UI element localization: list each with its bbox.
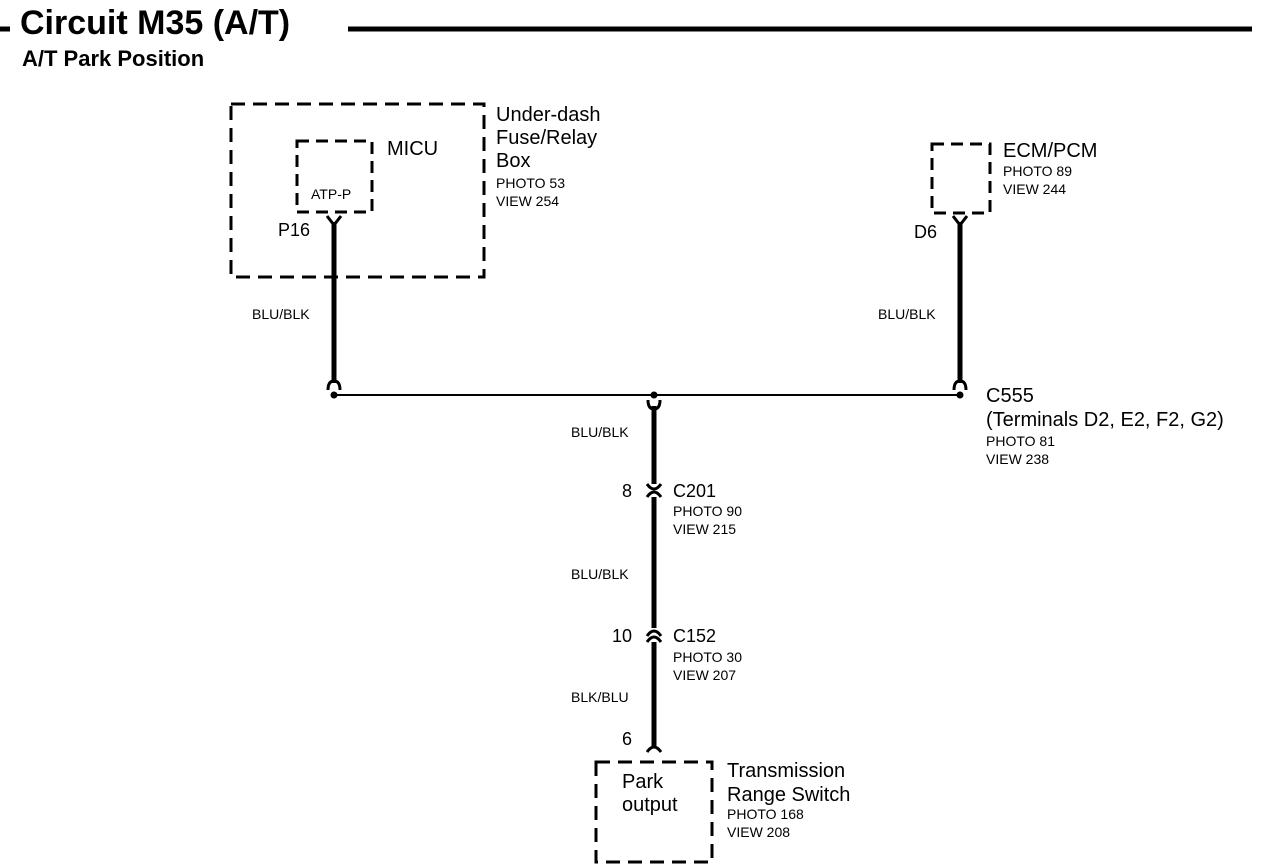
pin-6-marker (645, 745, 663, 753)
c201-view: VIEW 215 (673, 521, 737, 537)
wire-label-splice-to-c201: BLU/BLK (571, 424, 629, 440)
fuse-box-name-line-1: Under-dash (496, 104, 601, 126)
c152-pin: 10 (612, 626, 633, 646)
micu-name: MICU (387, 138, 439, 160)
c201-photo: PHOTO 90 (673, 503, 742, 519)
trs-name-line-2: Range Switch (727, 784, 851, 806)
micu-box-outline (295, 139, 374, 214)
c201-connector-top (645, 483, 663, 491)
ecm-pin-d6: D6 (914, 222, 938, 242)
micu-pin-p16: P16 (278, 220, 311, 240)
micu-terminal-label: ATP-P (311, 186, 352, 202)
wire-label-ecm-to-splice: BLU/BLK (878, 306, 936, 322)
pin-p16-marker (325, 215, 343, 228)
page-title: Circuit M35 (A/T) (20, 4, 291, 42)
wire-label-c152-to-trs: BLK/BLU (571, 689, 629, 705)
c201-name: C201 (673, 481, 717, 501)
fuse-box-name-line-3: Box (496, 150, 531, 172)
trs-inner-line-2: output (622, 794, 678, 816)
ecm-pcm-view: VIEW 244 (1003, 181, 1067, 197)
fuse-box-name-line-2: Fuse/Relay (496, 127, 598, 149)
fuse-box-photo: PHOTO 53 (496, 175, 565, 191)
fuse-box-view: VIEW 254 (496, 193, 560, 209)
splice-point-right (956, 391, 964, 399)
splice-point-left (330, 391, 338, 399)
splice-point-center (650, 391, 658, 399)
transmission-range-switch-outline (594, 760, 714, 864)
c555-view: VIEW 238 (986, 451, 1050, 467)
c152-connector-top (645, 629, 663, 637)
c152-photo: PHOTO 30 (673, 649, 742, 665)
ecm-pcm-photo: PHOTO 89 (1003, 163, 1072, 179)
ecm-pcm-name: ECM/PCM (1003, 140, 1098, 162)
c555-connector-right (952, 379, 968, 391)
trs-view: VIEW 208 (727, 824, 791, 840)
trs-photo: PHOTO 168 (727, 806, 804, 822)
c555-photo: PHOTO 81 (986, 433, 1055, 449)
trs-pin-6: 6 (622, 729, 633, 749)
wire-label-micu-to-splice: BLU/BLK (252, 306, 310, 322)
c152-view: VIEW 207 (673, 667, 737, 683)
c201-connector-bottom (645, 490, 663, 498)
fuse-relay-box-outline (229, 102, 486, 279)
c555-name: C555 (986, 385, 1034, 407)
c555-terminals: (Terminals D2, E2, F2, G2) (986, 409, 1224, 431)
trs-inner-line-1: Park (622, 771, 664, 793)
c201-pin: 8 (622, 481, 633, 501)
c152-name: C152 (673, 626, 717, 646)
c152-connector-bottom (645, 635, 663, 643)
ecm-pcm-box-outline (930, 142, 992, 215)
c555-connector-center (646, 399, 662, 411)
page-subtitle: A/T Park Position (22, 46, 205, 71)
wire-label-c201-to-c152: BLU/BLK (571, 566, 629, 582)
trs-name-line-1: Transmission (727, 760, 846, 782)
pin-d6-marker (951, 215, 969, 228)
c555-connector-left (326, 379, 342, 391)
